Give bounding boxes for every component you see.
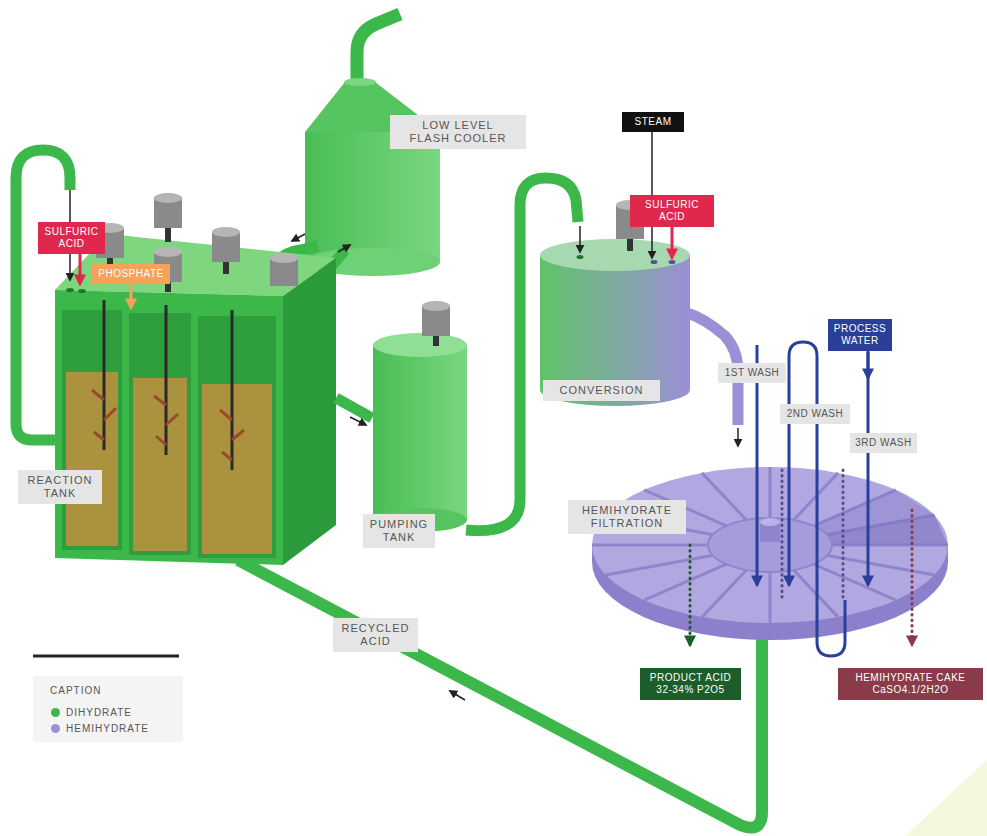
- wash-lines: [757, 342, 868, 656]
- corner-mark: [905, 760, 987, 836]
- hemihydrate-filter: [592, 467, 948, 640]
- input-tag: PROCESS WATER: [828, 319, 892, 351]
- input-tag: PHOSPHATE: [92, 264, 170, 284]
- reaction-tank: [55, 234, 336, 565]
- input-tag: SULFURIC ACID: [38, 222, 105, 254]
- node-text: PHOSPHATE: [95, 268, 167, 280]
- node-text: SULFURIC ACID: [634, 199, 710, 223]
- input-tag: STEAM: [622, 112, 684, 132]
- node-text: PUMPING TANK: [367, 518, 431, 544]
- node-text: 1ST WASH: [721, 367, 783, 379]
- node-text: LOW LEVEL FLASH COOLER: [404, 119, 512, 145]
- node-text: STEAM: [625, 116, 681, 128]
- node-text: RECYCLED ACID: [337, 622, 414, 648]
- output-tag: HEMIHYDRATE CAKE CaSO4.1/2H2O: [838, 668, 983, 700]
- legend-swatch: [51, 724, 60, 733]
- agitator-motor: [96, 193, 298, 292]
- equipment-label: LOW LEVEL FLASH COOLER: [390, 115, 526, 149]
- flow-arrows: [70, 131, 738, 700]
- node-text: 2ND WASH: [783, 408, 847, 420]
- legend-frame: [33, 656, 183, 742]
- node-text: HEMIHYDRATE FILTRATION: [572, 504, 682, 530]
- node-text: REACTION TANK: [22, 474, 98, 500]
- conversion-tank: [540, 200, 738, 425]
- wash-label: 3RD WASH: [850, 433, 917, 453]
- node-text: CONVERSION: [547, 384, 656, 397]
- wash-label: 2ND WASH: [780, 404, 850, 424]
- node-text: SULFURIC ACID: [41, 226, 102, 250]
- output-tag: PRODUCT ACID 32-34% P2O5: [640, 668, 741, 700]
- legend-swatch: [51, 708, 60, 717]
- filtrate-lines: [690, 470, 912, 645]
- equipment-label: CONVERSION: [543, 380, 660, 401]
- legend-text: DIHYDRATE: [66, 707, 132, 718]
- equipment-label: HEMIHYDRATE FILTRATION: [568, 500, 686, 534]
- node-text: 3RD WASH: [853, 437, 914, 449]
- node-text: HEMIHYDRATE CAKE CaSO4.1/2H2O: [842, 672, 979, 696]
- node-text: PRODUCT ACID 32-34% P2O5: [644, 672, 737, 696]
- equipment-label: PUMPING TANK: [363, 514, 435, 548]
- legend-heading: CAPTION: [50, 685, 101, 696]
- wash-label: 1ST WASH: [718, 363, 786, 383]
- input-tag: SULFURIC ACID: [630, 195, 714, 227]
- node-text: PROCESS WATER: [831, 323, 889, 347]
- legend-text: HEMIHYDRATE: [66, 723, 149, 734]
- equipment-label: RECYCLED ACID: [333, 618, 418, 652]
- equipment-label: REACTION TANK: [18, 470, 102, 504]
